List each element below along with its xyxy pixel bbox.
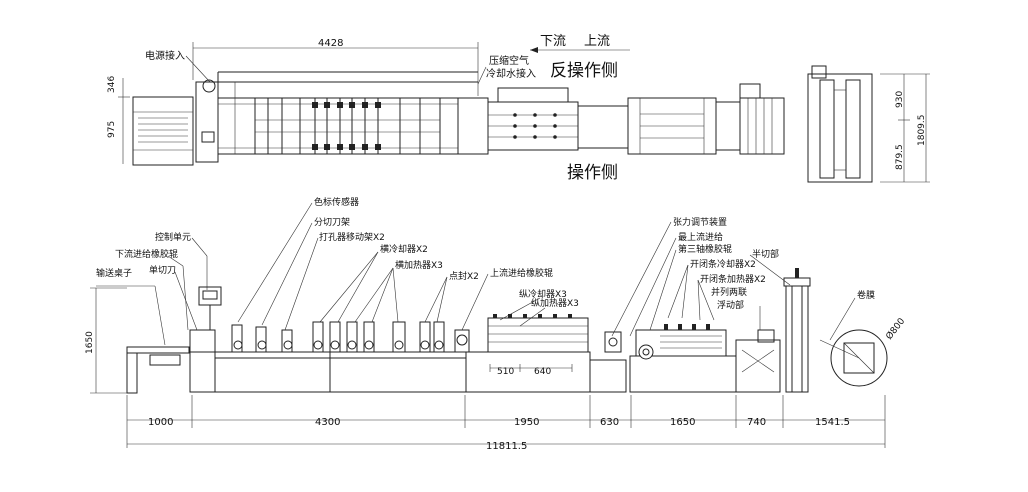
callout-floating: 浮动部 bbox=[717, 299, 744, 311]
callout-conveyor-table: 输送桌子 bbox=[96, 267, 132, 279]
callout-zipper-heater: 开闭条加热器X2 bbox=[700, 273, 766, 285]
callout-punch-carriage: 打孔器移动架X2 bbox=[319, 231, 385, 243]
segment-4: 630 bbox=[600, 417, 619, 428]
callout-longitudinal-cooler: 纵冷却器X3 bbox=[519, 288, 567, 300]
dim-left-lower: 975 bbox=[107, 121, 117, 138]
plan-view: 4428 下流 上流 电源接入 压缩空气 冷却水接入 反操作侧 操作侧 346 … bbox=[107, 34, 930, 183]
roll-diameter: Ø800 bbox=[884, 316, 908, 342]
callout-downstream-feed-roller: 下流进给橡胶辊 bbox=[115, 248, 178, 260]
inner-dim-a: 510 bbox=[497, 367, 514, 377]
callout-slitter: 分切刀架 bbox=[314, 217, 350, 228]
segment-3: 1950 bbox=[514, 417, 539, 428]
callout-double-lane: 并列两联 bbox=[711, 286, 747, 298]
callout-single-cutter: 单切刀 bbox=[149, 264, 176, 276]
label-operating-side: 操作侧 bbox=[567, 163, 618, 183]
segment-7: 1541.5 bbox=[815, 417, 850, 428]
callout-cross-cooler: 横冷却器X2 bbox=[380, 243, 428, 255]
callout-third-axis-roller: 第三轴橡胶辊 bbox=[678, 243, 732, 255]
inner-dim-b: 640 bbox=[534, 367, 551, 377]
label-upstream: 上流 bbox=[584, 34, 610, 49]
callout-longitudinal-heater: 纵加热器X3 bbox=[531, 297, 579, 309]
dim-right-lower: 879.5 bbox=[895, 144, 905, 170]
label-power: 电源接入 bbox=[145, 49, 185, 62]
height-dim: 1650 bbox=[85, 331, 95, 354]
total-length: 11811.5 bbox=[486, 441, 527, 452]
label-air: 压缩空气 bbox=[489, 54, 529, 67]
callout-half-cut: 半切部 bbox=[752, 248, 779, 260]
callout-spot-seal: 点封X2 bbox=[449, 270, 479, 282]
callout-control-unit: 控制单元 bbox=[155, 231, 191, 243]
dim-overall-width: 4428 bbox=[318, 38, 343, 49]
callout-color-mark-sensor: 色标传感器 bbox=[314, 196, 359, 208]
dim-left-upper: 346 bbox=[107, 76, 117, 93]
callout-upstream-feed-roller: 上流进给橡胶辊 bbox=[490, 267, 553, 279]
elevation-view: 色标传感器 分切刀架 控制单元 打孔器移动架X2 下流进给橡胶辊 横冷却器X2 … bbox=[85, 196, 907, 452]
callout-top-feed: 最上流进给 bbox=[678, 231, 723, 243]
dim-right-total: 1809.5 bbox=[917, 115, 927, 147]
label-reverse-side: 反操作侧 bbox=[550, 61, 618, 81]
label-downstream: 下流 bbox=[540, 34, 566, 49]
segment-6: 740 bbox=[747, 417, 766, 428]
callout-cross-heater: 横加热器X3 bbox=[395, 259, 443, 271]
callout-film-roll: 卷膜 bbox=[857, 289, 875, 301]
segment-1: 1000 bbox=[148, 417, 173, 428]
callout-tension-adjuster: 张力调节装置 bbox=[673, 216, 727, 228]
label-water: 冷却水接入 bbox=[486, 67, 536, 80]
segment-2: 4300 bbox=[315, 417, 340, 428]
segment-5: 1650 bbox=[670, 417, 695, 428]
callout-zipper-cooler: 开闭条冷却器X2 bbox=[690, 258, 756, 270]
dim-right-upper: 930 bbox=[895, 91, 905, 108]
